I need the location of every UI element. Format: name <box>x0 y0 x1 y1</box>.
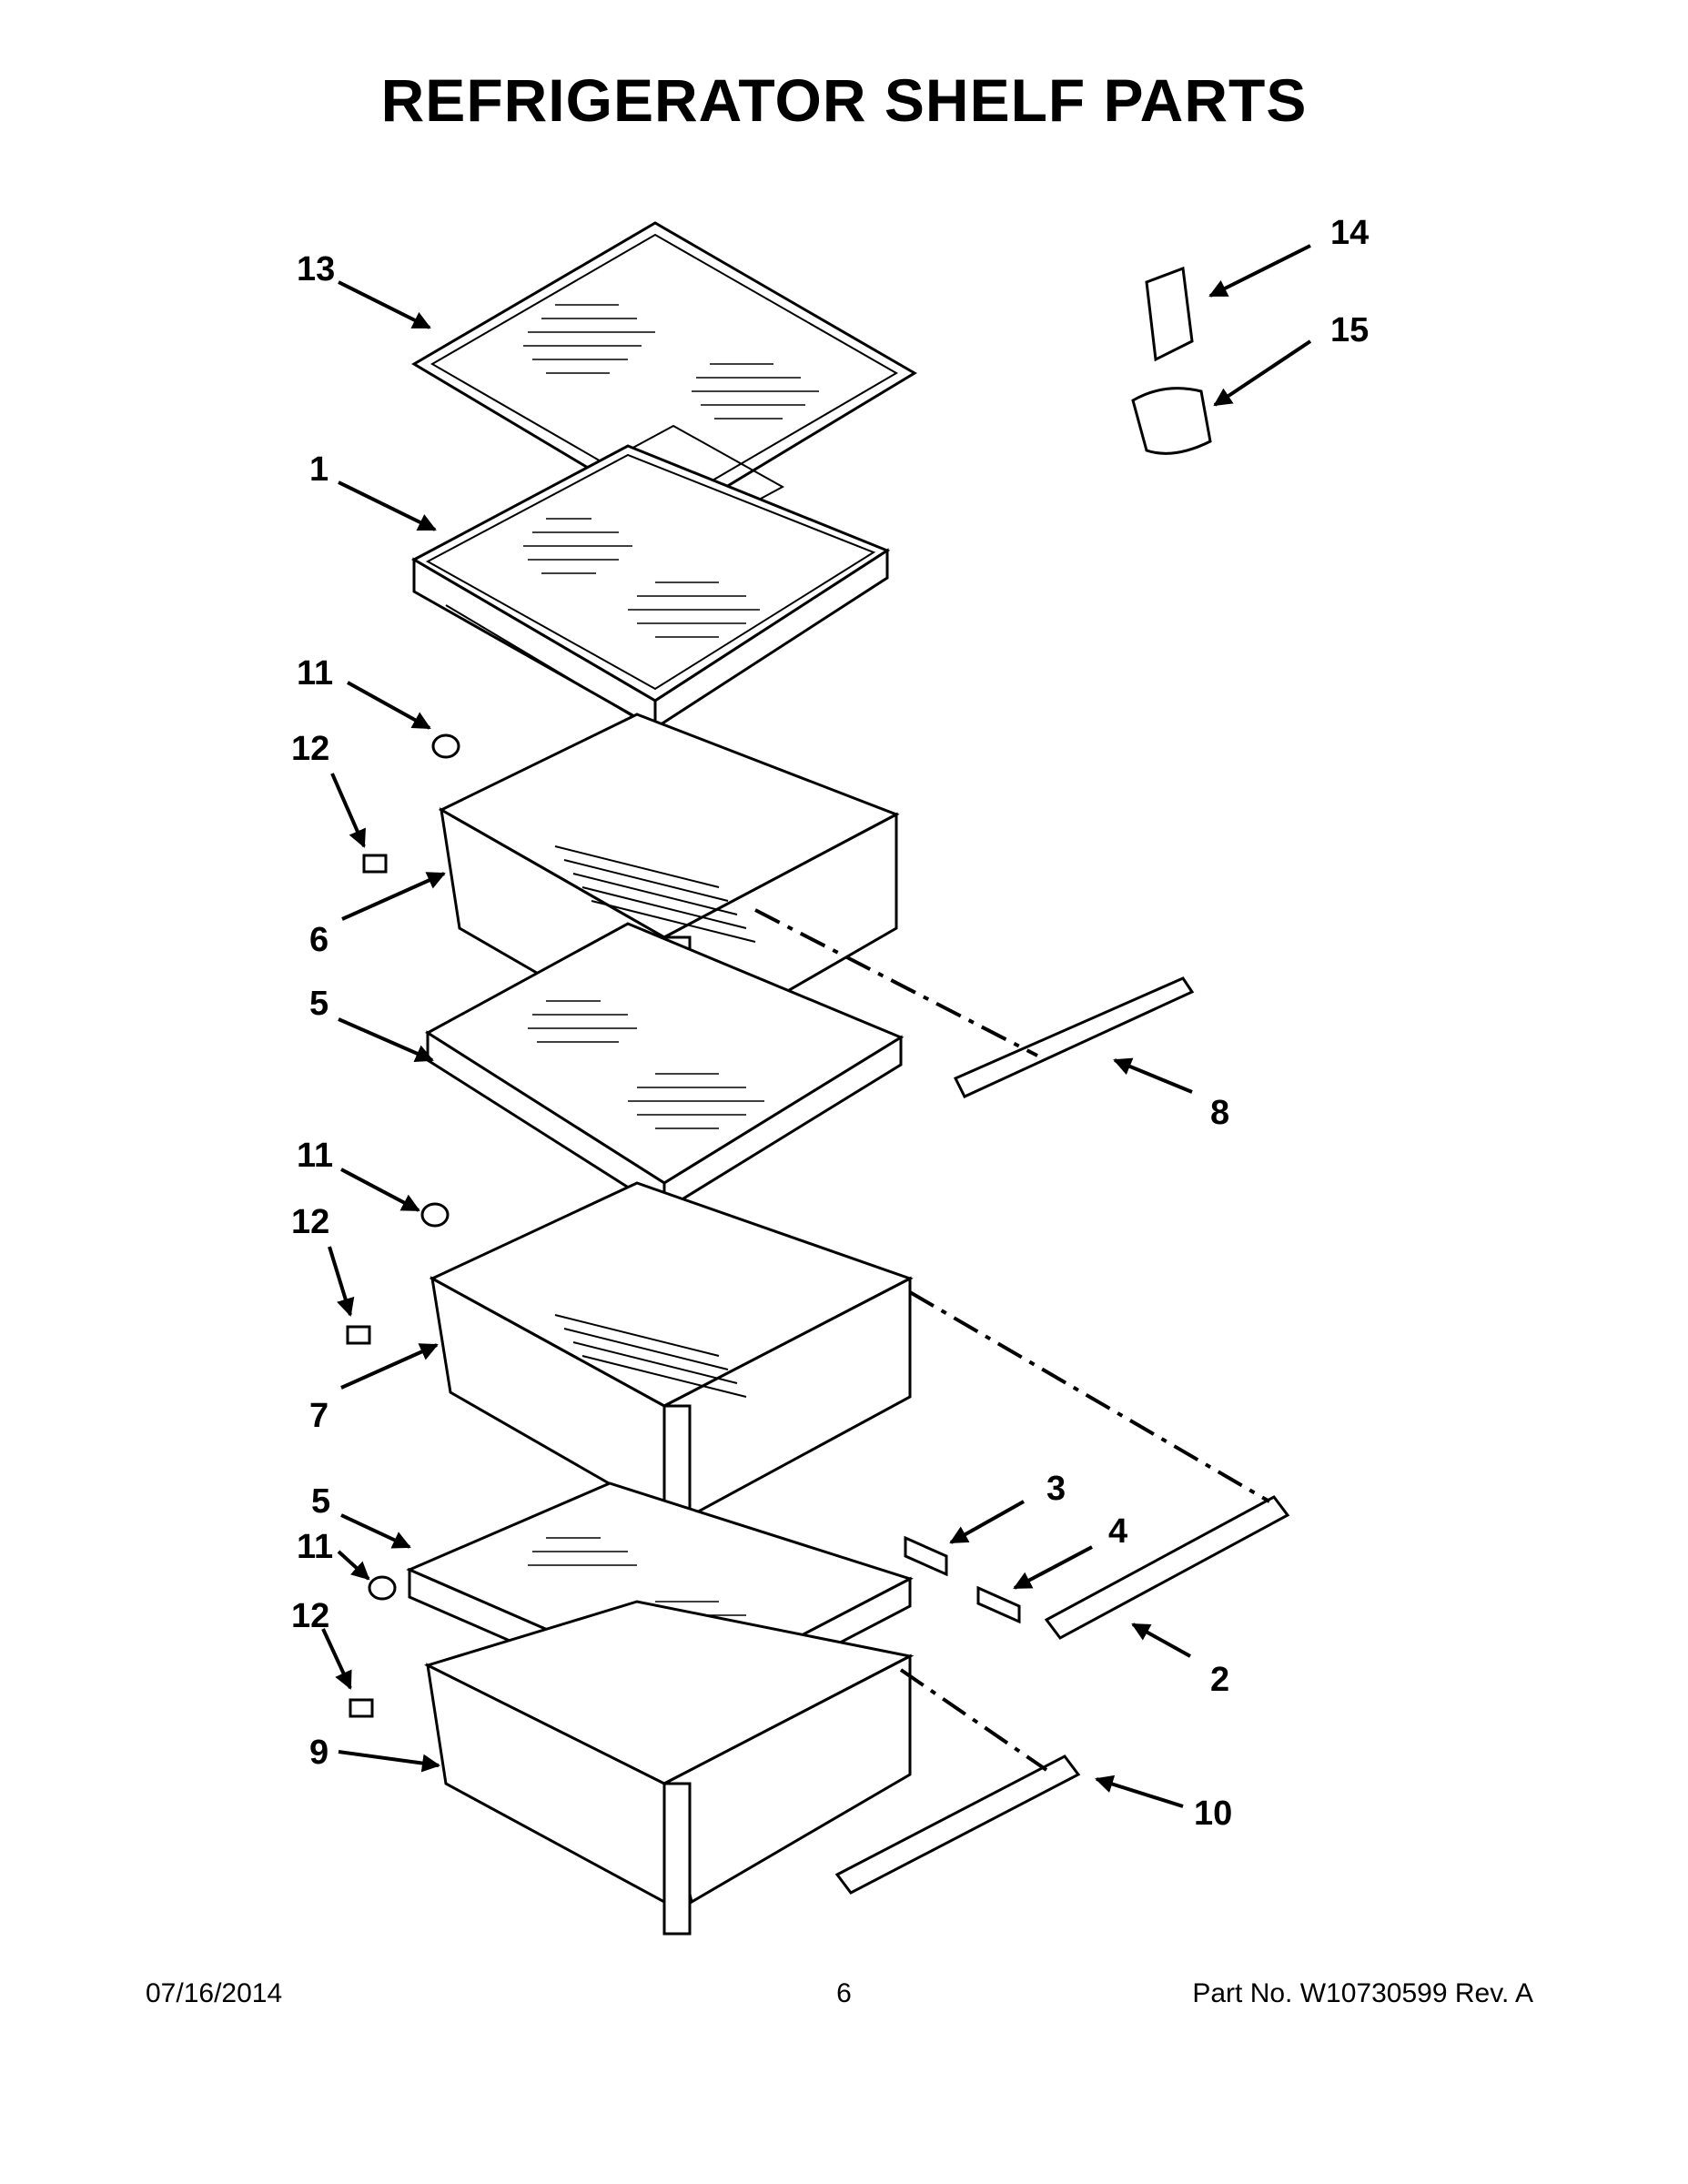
callout-11-middle: 11 <box>297 1137 333 1175</box>
footer-date: 07/16/2014 <box>146 1978 283 2008</box>
callout-arrows <box>321 244 1312 1808</box>
rail-8 <box>953 976 1195 1098</box>
drawer-7 <box>429 1181 914 1544</box>
callout-9: 9 <box>309 1734 329 1772</box>
shelf-1 <box>410 444 891 731</box>
footer-page-number: 6 <box>836 1978 852 2008</box>
callout-5-lower: 5 <box>311 1482 330 1521</box>
callout-13: 13 <box>297 250 335 288</box>
drawer-9 <box>423 1600 915 1936</box>
shelf-5-upper <box>425 922 905 1213</box>
callout-3: 3 <box>1046 1470 1066 1508</box>
callout-1: 1 <box>309 450 329 489</box>
callout-12-upper: 12 <box>291 730 329 768</box>
rail-10 <box>834 1754 1081 1895</box>
dash-line-rail-2 <box>908 1290 1271 1503</box>
callout-14: 14 <box>1330 214 1369 252</box>
part-12-middle <box>346 1325 371 1345</box>
callout-12-middle: 12 <box>291 1203 329 1241</box>
part-11-upper <box>431 733 460 759</box>
callout-10: 10 <box>1194 1795 1232 1833</box>
part-15 <box>1131 387 1212 455</box>
callout-2: 2 <box>1210 1661 1229 1699</box>
dash-line-rail-10 <box>899 1668 1048 1772</box>
part-11-lower <box>368 1575 397 1601</box>
callout-6: 6 <box>309 921 329 959</box>
callout-12-lower: 12 <box>291 1597 329 1635</box>
callout-11-lower: 11 <box>297 1528 333 1566</box>
dash-line-rail-8 <box>754 908 1038 1057</box>
callout-5-upper: 5 <box>309 985 329 1023</box>
shelf-13 <box>411 221 917 521</box>
callout-4: 4 <box>1108 1512 1127 1551</box>
part-12-lower <box>349 1698 374 1718</box>
part-3 <box>904 1535 948 1577</box>
callout-7: 7 <box>309 1397 329 1435</box>
callout-11-upper: 11 <box>297 654 333 693</box>
part-11-middle <box>420 1202 450 1228</box>
rail-2 <box>1044 1495 1290 1640</box>
part-12-upper <box>362 854 388 874</box>
part-14 <box>1145 266 1194 362</box>
callout-15: 15 <box>1330 311 1369 349</box>
part-4 <box>976 1585 1021 1624</box>
footer-part-number: Part No. W10730599 Rev. A <box>1192 1978 1533 2008</box>
callout-8: 8 <box>1210 1094 1229 1132</box>
page-title: REFRIGERATOR SHELF PARTS <box>380 66 1308 134</box>
